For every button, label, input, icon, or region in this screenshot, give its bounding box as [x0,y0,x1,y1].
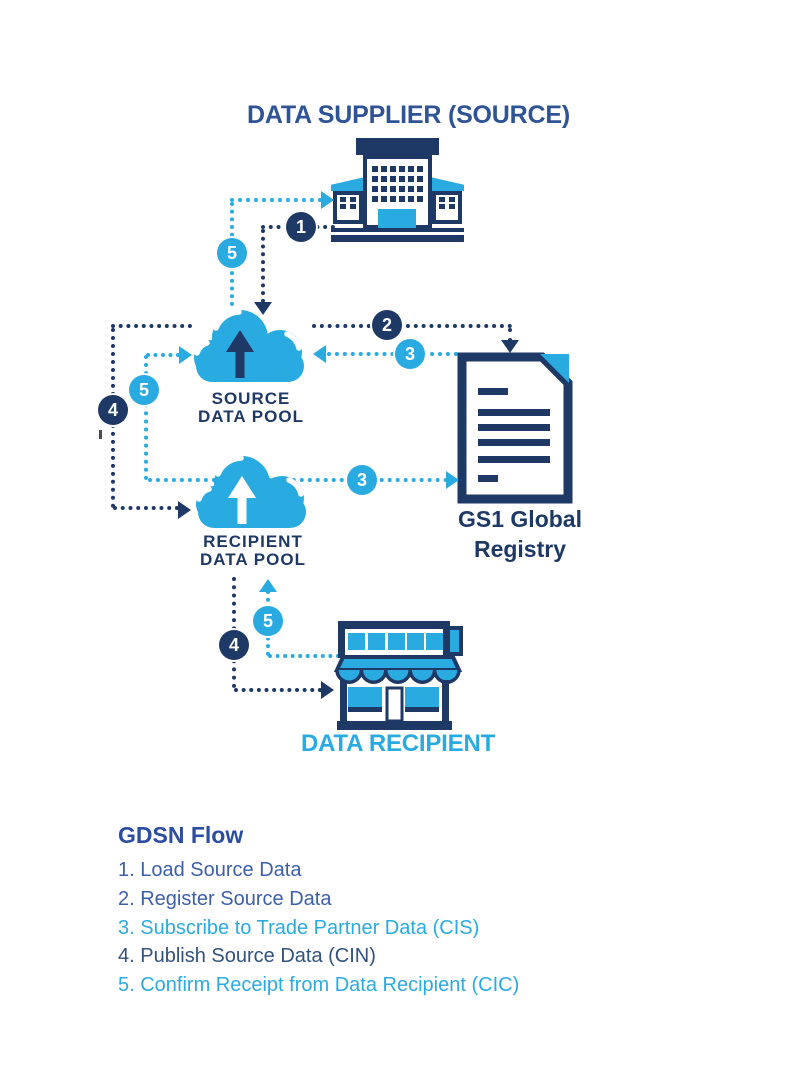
connector-step3-recipient-to-registry [148,478,448,482]
badge-step4-store: 4 [219,630,249,660]
building-wing-roof-left [331,177,365,191]
source-data-pool-label: SOURCE DATA POOL [198,389,304,426]
arrowhead-right-icon [179,346,192,364]
connector-step2-horizontal [312,324,512,328]
building-base [331,228,464,242]
recipient-data-pool-label: RECIPIENT DATA POOL [200,532,306,569]
legend-item-1: 1. Load Source Data [118,859,302,881]
building-wing-left [333,191,363,224]
upload-arrow-icon [228,476,256,524]
badge-step4-left: 4 [98,395,128,425]
connector-step5-store-horizontal [268,654,340,658]
arrowhead-right-icon [446,471,459,489]
gdsn-flow-legend: GDSN Flow 1. Load Source Data 2. Registe… [118,822,678,1000]
data-supplier-title: DATA SUPPLIER (SOURCE) [247,101,570,129]
connector-step1-vertical [261,229,265,303]
building-entrance [378,209,416,229]
storefront-awning [333,655,463,672]
stray-tick [99,430,102,439]
badge-step3-recipient-to-registry: 3 [347,465,377,495]
document-text-lines [478,388,550,482]
arrowhead-down-icon [254,302,272,315]
awning-scallops [335,669,461,684]
data-recipient-label: DATA RECIPIENT [300,730,496,757]
arrowhead-down-icon [501,340,519,353]
connector-step4-store-horizontal [234,688,322,692]
connector-step3-registry-to-source [327,352,458,356]
storefront-upper-windows [348,633,443,650]
connector-step5-vertical-mid [144,355,148,480]
storefront-icon [333,621,463,730]
connector-step4-horizontal [113,506,179,510]
folded-corner [540,354,569,383]
badge-step3-registry-to-source: 3 [395,339,425,369]
badge-step5-supplier: 5 [217,238,247,268]
building-wing-right [432,191,462,224]
arrowhead-right-icon [321,191,334,209]
badge-step5-mid: 5 [129,375,159,405]
storefront-sign [446,626,463,656]
building-icon [320,136,465,244]
source-data-pool-cloud-icon [194,309,304,382]
badge-step1: 1 [286,212,316,242]
upload-arrow-icon [226,330,254,378]
arrowhead-up-icon [259,579,277,592]
legend-item-2: 2. Register Source Data [118,887,332,910]
connector-step2-left-segment [111,324,192,328]
gs1-global-registry-label: GS1 Global Registry [458,506,582,562]
building-wing-roof-right [430,177,464,191]
recipient-data-pool-cloud-icon [196,455,306,528]
arrowhead-right-icon [321,681,334,699]
building-windows [367,159,428,202]
legend-item-5: 5. Confirm Receipt from Data Recipient (… [118,974,520,997]
badge-step5-store: 5 [253,606,283,636]
storefront-door [385,686,404,723]
legend-item-4: 4. Publish Source Data (CIN) [118,945,376,968]
arrowhead-left-icon [313,345,326,363]
storefront-display-windows [348,687,439,712]
storefront-base [337,721,452,730]
connector-step2-vertical [508,328,512,342]
connector-step5-to-supplier-horizontal [230,198,322,202]
arrowhead-right-icon [178,501,191,519]
building-roof-cap [356,138,439,155]
legend-item-3: 3. Subscribe to Trade Partner Data (CIS) [118,916,480,939]
registry-document-icon [457,352,573,504]
badge-step2: 2 [372,310,402,340]
connector-step5-into-source-pool [146,353,180,357]
legend-heading: GDSN Flow [118,822,244,848]
